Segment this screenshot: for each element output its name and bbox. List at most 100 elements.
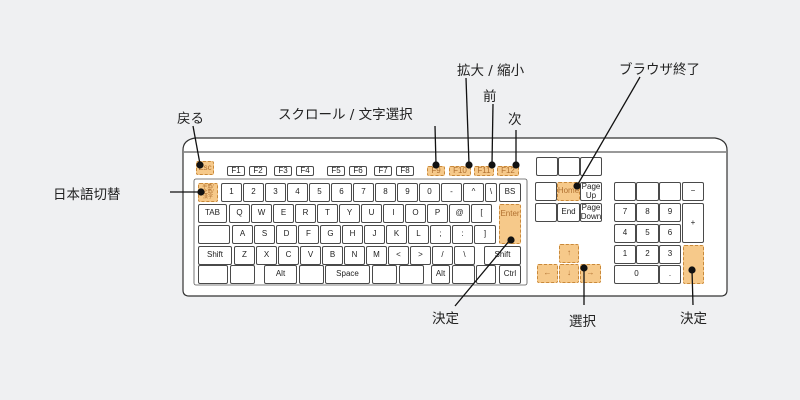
key-w[interactable]: W xyxy=(251,204,272,223)
key-q[interactable]: Q xyxy=(229,204,250,223)
hankaku-zenkaku-key[interactable]: 半角/ 全角/ 漢字 xyxy=(198,183,218,202)
katakana-key[interactable] xyxy=(399,265,424,284)
key-t[interactable]: T xyxy=(317,204,338,223)
f2-key[interactable]: F2 xyxy=(249,166,267,176)
key-4[interactable]: 4 xyxy=(287,183,308,202)
end-key[interactable]: End xyxy=(557,203,580,222)
f1-key[interactable]: F1 xyxy=(227,166,245,176)
slash-key[interactable]: / xyxy=(432,246,453,265)
numpad-enter-key[interactable] xyxy=(683,245,704,284)
henkan-key[interactable] xyxy=(372,265,397,284)
key-e[interactable]: E xyxy=(273,204,294,223)
numpad-1-key[interactable]: 1 xyxy=(614,245,636,264)
key-d[interactable]: D xyxy=(276,225,297,244)
key-3[interactable]: 3 xyxy=(265,183,286,202)
f11-key[interactable]: F11 xyxy=(474,166,494,176)
numpad-dot-key[interactable]: . xyxy=(659,265,681,284)
insert-key[interactable] xyxy=(535,182,557,201)
f8-key[interactable]: F8 xyxy=(396,166,414,176)
pause-key[interactable] xyxy=(580,157,602,176)
key-p[interactable]: P xyxy=(427,204,448,223)
key-o[interactable]: O xyxy=(405,204,426,223)
numpad-2-key[interactable]: 2 xyxy=(636,245,659,264)
numpad-divide-key[interactable] xyxy=(636,182,659,201)
key-l[interactable]: L xyxy=(408,225,429,244)
backspace-key[interactable]: BS xyxy=(499,183,521,202)
key-u[interactable]: U xyxy=(361,204,382,223)
key-6[interactable]: 6 xyxy=(331,183,352,202)
menu-key[interactable] xyxy=(476,265,496,284)
numpad-8-key[interactable]: 8 xyxy=(636,203,659,222)
yen-key[interactable]: \ xyxy=(485,183,497,202)
right-windows-key[interactable] xyxy=(452,265,475,284)
right-shift-key[interactable]: Shift xyxy=(484,246,521,265)
key-v[interactable]: V xyxy=(300,246,321,265)
tab-key[interactable]: TAB xyxy=(198,204,227,223)
numpad-6-key[interactable]: 6 xyxy=(659,224,681,243)
esc-key[interactable]: Esc xyxy=(196,161,214,175)
key-s[interactable]: S xyxy=(254,225,275,244)
f12-key[interactable]: F12 xyxy=(497,166,519,176)
numpad-5-key[interactable]: 5 xyxy=(636,224,659,243)
arrow-up-key[interactable]: ↑ xyxy=(559,244,579,263)
arrow-down-key[interactable]: ↓ xyxy=(559,264,579,283)
left-alt-key[interactable]: Alt xyxy=(264,265,297,284)
f6-key[interactable]: F6 xyxy=(349,166,367,176)
ctrl-left-key[interactable] xyxy=(198,265,228,284)
print-screen-key[interactable] xyxy=(536,157,558,176)
page-up-key[interactable]: Page Up xyxy=(580,182,602,201)
numpad-multiply-key[interactable] xyxy=(659,182,681,201)
right-bracket-key[interactable]: ] xyxy=(474,225,496,244)
key-2[interactable]: 2 xyxy=(243,183,264,202)
key-m[interactable]: M xyxy=(366,246,387,265)
key-j[interactable]: J xyxy=(364,225,385,244)
at-key[interactable]: @ xyxy=(449,204,470,223)
numpad-minus-key[interactable]: − xyxy=(682,182,704,201)
less-than-key[interactable]: < xyxy=(388,246,409,265)
space-key[interactable]: Space xyxy=(325,265,370,284)
numpad-3-key[interactable]: 3 xyxy=(659,245,681,264)
windows-key[interactable] xyxy=(230,265,255,284)
key-n[interactable]: N xyxy=(344,246,365,265)
numpad-4-key[interactable]: 4 xyxy=(614,224,636,243)
semicolon-key[interactable]: ; xyxy=(430,225,451,244)
key-g[interactable]: G xyxy=(320,225,341,244)
key-8[interactable]: 8 xyxy=(375,183,396,202)
scroll-lock-key[interactable] xyxy=(558,157,580,176)
key-r[interactable]: R xyxy=(295,204,316,223)
key-0[interactable]: 0 xyxy=(419,183,440,202)
enter-key[interactable]: Enter xyxy=(499,204,521,244)
delete-key[interactable] xyxy=(535,203,557,222)
minus-key[interactable]: - xyxy=(441,183,462,202)
key-a[interactable]: A xyxy=(232,225,253,244)
f9-key[interactable]: F9 xyxy=(427,166,445,176)
key-x[interactable]: X xyxy=(256,246,277,265)
left-shift-key[interactable]: Shift xyxy=(198,246,232,265)
key-7[interactable]: 7 xyxy=(353,183,374,202)
arrow-left-key[interactable]: ← xyxy=(537,264,558,283)
right-ctrl-key[interactable]: Ctrl xyxy=(499,265,521,284)
key-5[interactable]: 5 xyxy=(309,183,330,202)
numpad-0-key[interactable]: 0 xyxy=(614,265,659,284)
right-alt-key[interactable]: Alt xyxy=(431,265,450,284)
key-i[interactable]: I xyxy=(383,204,404,223)
caret-key[interactable]: ^ xyxy=(463,183,484,202)
f5-key[interactable]: F5 xyxy=(327,166,345,176)
backslash-key[interactable]: \ xyxy=(454,246,475,265)
colon-key[interactable]: : xyxy=(452,225,473,244)
key-h[interactable]: H xyxy=(342,225,363,244)
caps-lock-key[interactable] xyxy=(198,225,230,244)
f7-key[interactable]: F7 xyxy=(374,166,392,176)
left-bracket-key[interactable]: [ xyxy=(471,204,492,223)
key-f[interactable]: F xyxy=(298,225,319,244)
key-b[interactable]: B xyxy=(322,246,343,265)
key-k[interactable]: K xyxy=(386,225,407,244)
key-c[interactable]: C xyxy=(278,246,299,265)
key-z[interactable]: Z xyxy=(234,246,255,265)
f10-key[interactable]: F10 xyxy=(449,166,471,176)
f4-key[interactable]: F4 xyxy=(296,166,314,176)
muhenkan-key[interactable] xyxy=(299,265,324,284)
key-9[interactable]: 9 xyxy=(397,183,418,202)
arrow-right-key[interactable]: → xyxy=(580,264,601,283)
key-1[interactable]: 1 xyxy=(221,183,242,202)
